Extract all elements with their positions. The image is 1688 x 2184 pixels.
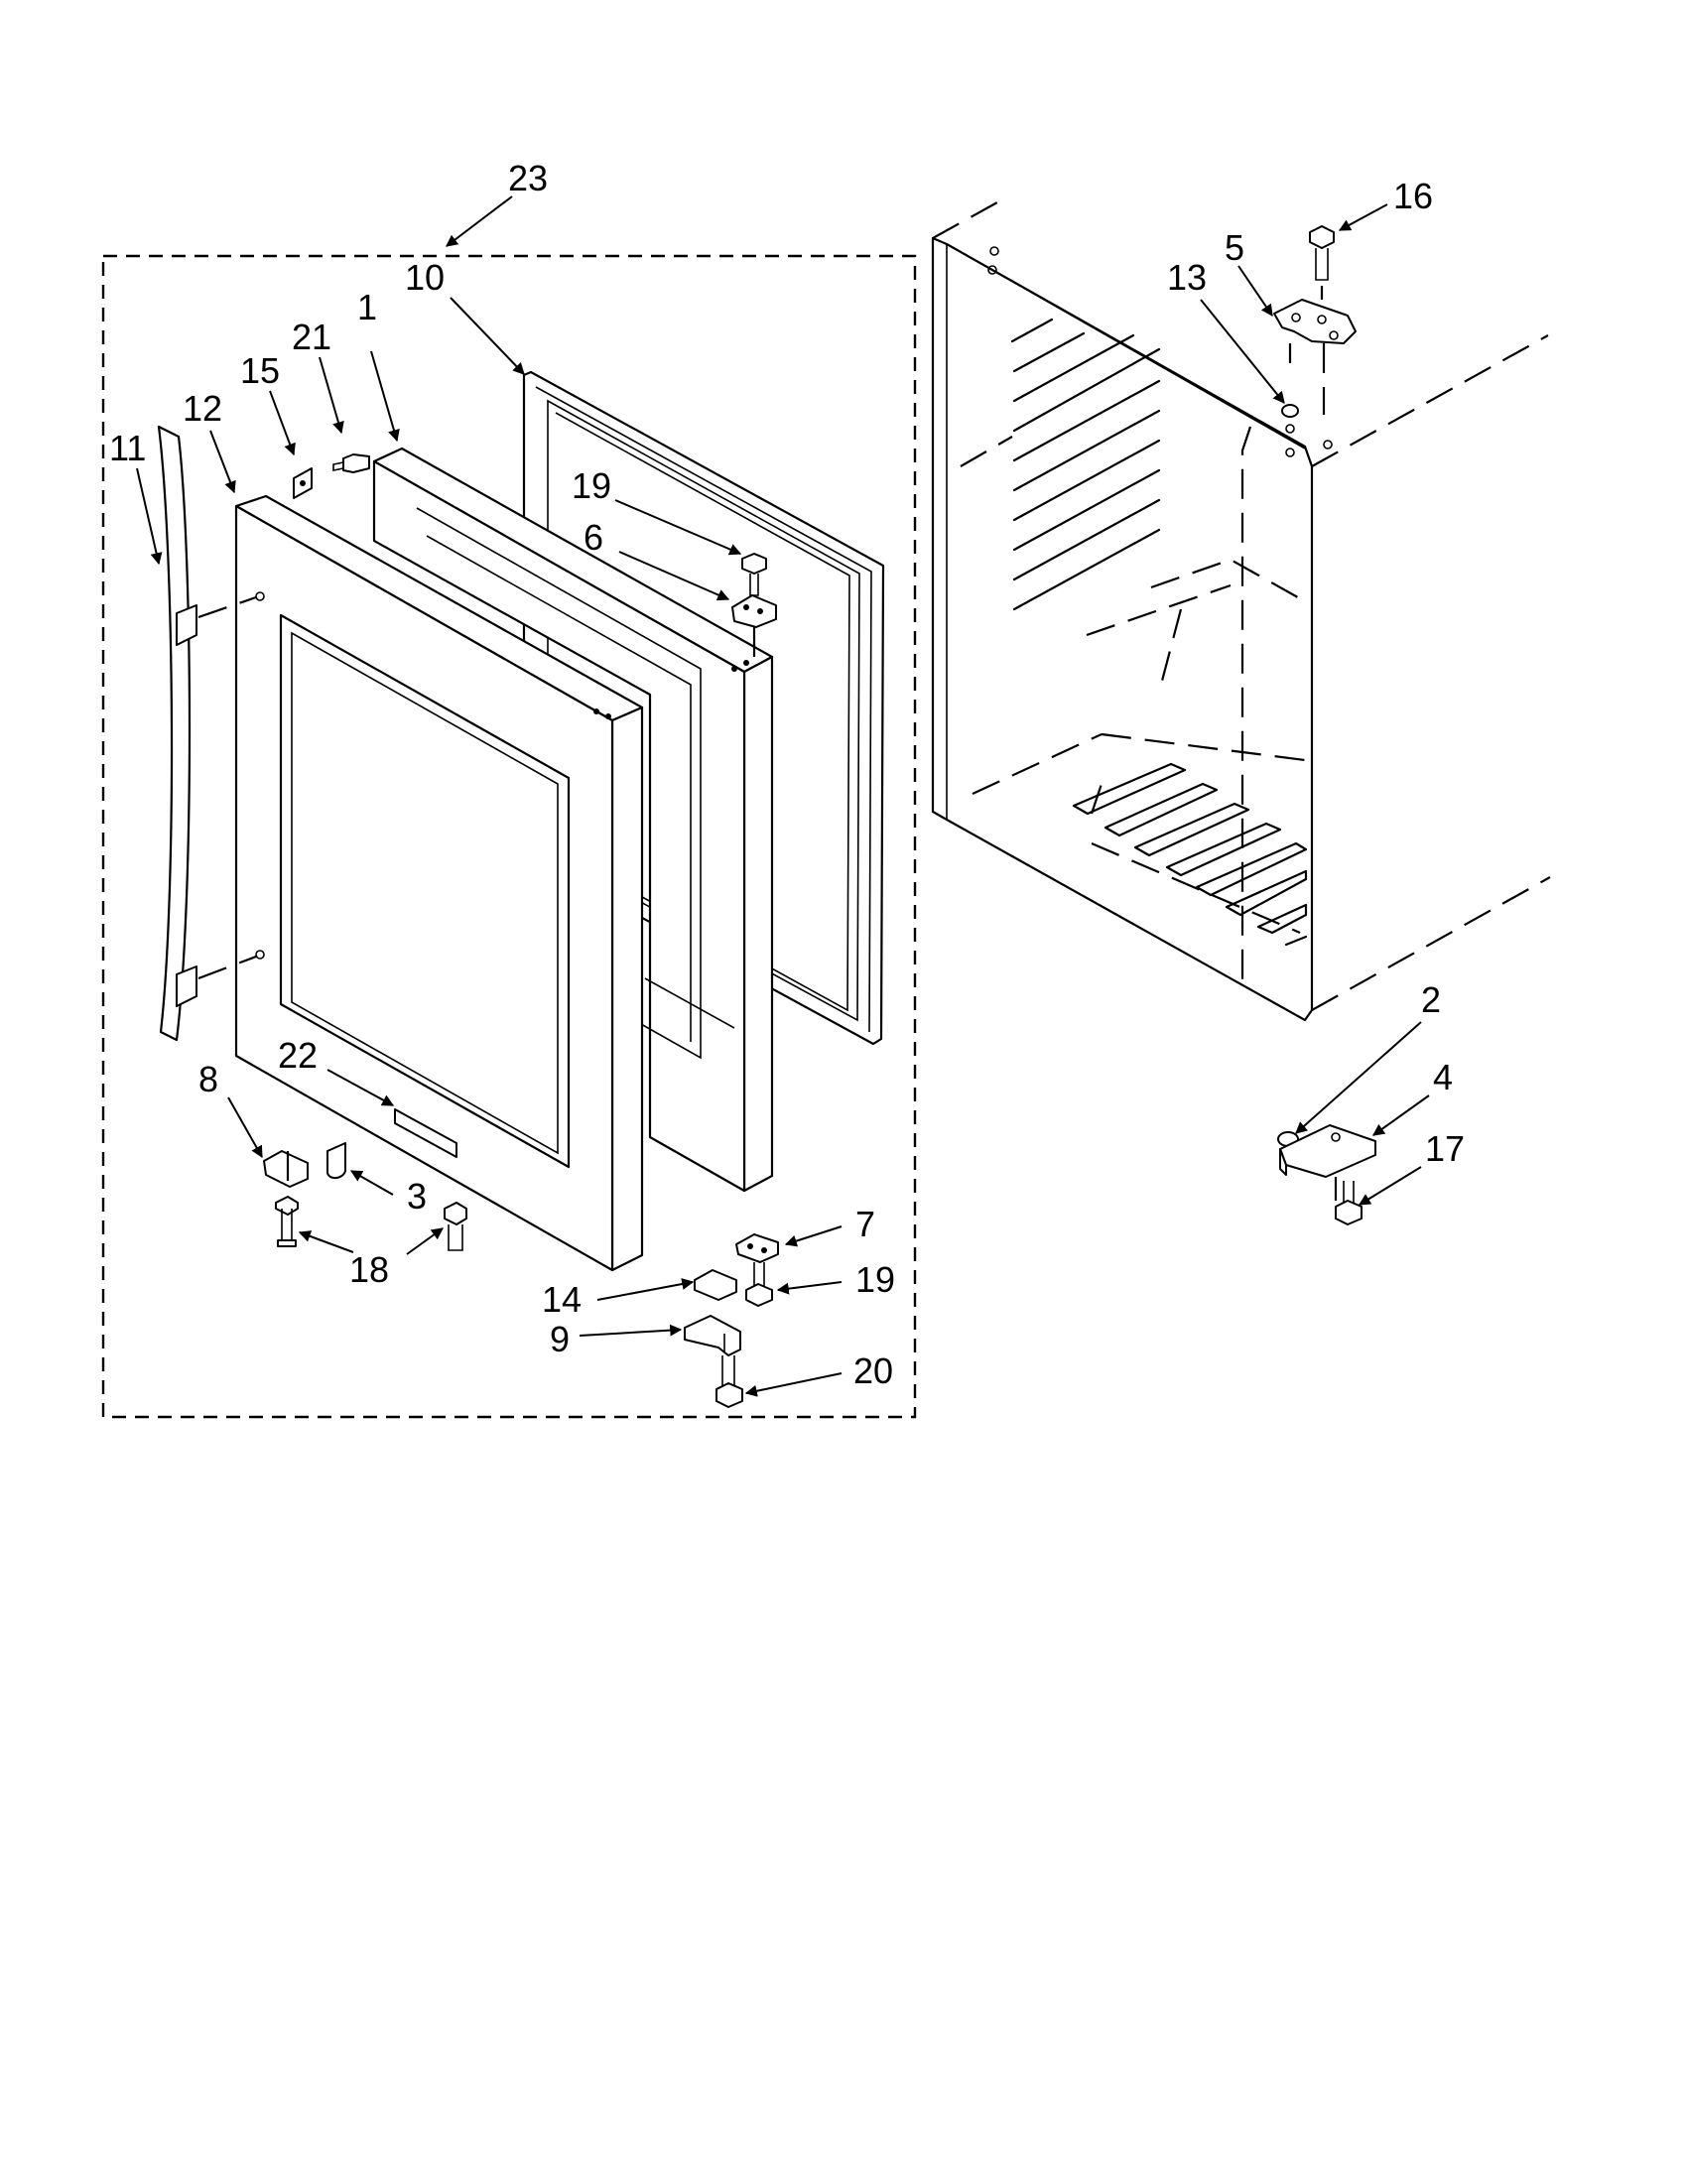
callout-14: 14 [542, 1279, 582, 1320]
callout-20: 20 [853, 1350, 893, 1391]
callout-21: 21 [292, 317, 331, 357]
callout-22: 22 [278, 1035, 318, 1076]
callout-15: 15 [240, 350, 280, 391]
callout-arrows [136, 195, 1430, 1397]
callout-2: 2 [1421, 979, 1441, 1020]
callout-11: 11 [109, 428, 146, 468]
hinge-cap [326, 1142, 346, 1179]
screw-18-right [444, 1202, 467, 1251]
callout-labels: 23 10 1 21 15 12 11 19 6 22 8 3 18 7 14 … [109, 158, 1465, 1391]
callout-1: 1 [357, 287, 377, 327]
hinge-spacer [694, 1269, 737, 1301]
callout-5: 5 [1225, 227, 1244, 268]
door-outer-frame [234, 494, 644, 1272]
hinge-screw-top [741, 553, 767, 596]
cabinet-bottom-hinge [1279, 1124, 1376, 1201]
callout-12: 12 [183, 388, 222, 429]
door-handle [157, 425, 265, 1042]
callout-17: 17 [1425, 1128, 1465, 1169]
callout-4: 4 [1433, 1057, 1453, 1097]
hinge-bushing [1281, 404, 1299, 418]
callout-3: 3 [407, 1176, 427, 1217]
callout-13: 13 [1167, 257, 1207, 298]
callout-7: 7 [855, 1204, 875, 1244]
callout-9: 9 [550, 1319, 570, 1359]
bottom-hinge-plate [735, 1233, 779, 1263]
bottom-left-bracket [263, 1150, 309, 1188]
hinge-screw-20 [715, 1355, 743, 1408]
top-hinge [731, 594, 777, 660]
callout-10: 10 [405, 257, 445, 298]
callout-18: 18 [349, 1249, 389, 1290]
door-assembly-boundary [101, 254, 917, 1419]
callout-19-bottom: 19 [855, 1259, 895, 1300]
bottom-hinge [684, 1315, 741, 1356]
cabinet-top-hinge [1273, 286, 1357, 415]
nameplate [394, 1108, 457, 1158]
callout-23: 23 [508, 158, 548, 198]
callout-16: 16 [1393, 176, 1433, 216]
callout-8: 8 [198, 1059, 218, 1099]
cabinet-vents-lower [1072, 762, 1308, 947]
cabinet [931, 201, 1551, 1022]
screw-21 [332, 453, 370, 473]
callout-6: 6 [584, 517, 603, 558]
screw-16 [1309, 225, 1335, 281]
screw-17 [1335, 1181, 1363, 1225]
screw-18-left [275, 1196, 299, 1247]
callout-19-top: 19 [572, 465, 611, 506]
hinge-screw-bottom [745, 1262, 773, 1307]
cabinet-vents-upper [1010, 318, 1161, 611]
